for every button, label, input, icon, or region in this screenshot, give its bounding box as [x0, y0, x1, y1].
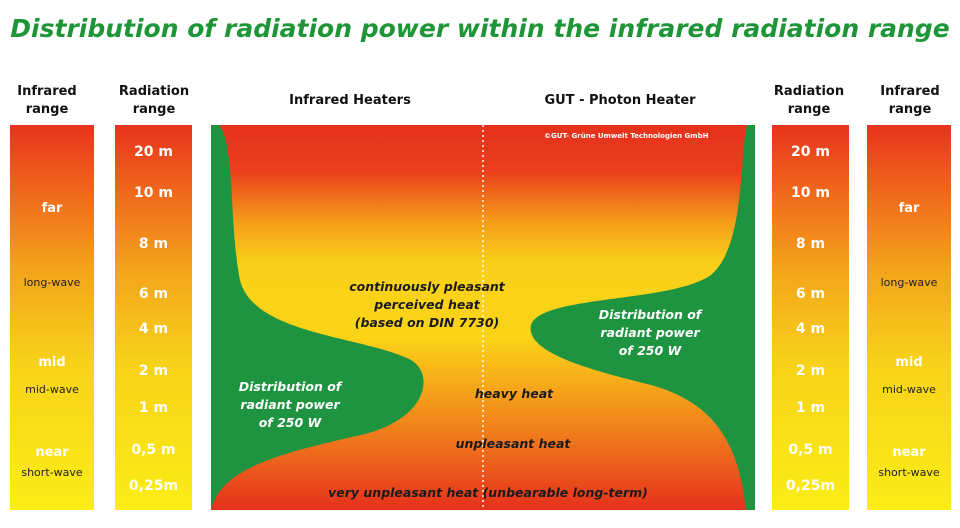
- label-long-wave: long-wave: [880, 276, 938, 289]
- range-10m: 10 m: [134, 185, 173, 201]
- zone-pleasant-line2: perceived heat: [374, 297, 480, 312]
- label-long-wave: long-wave: [23, 276, 81, 289]
- range-10m: 10 m: [791, 185, 830, 201]
- range-6m: 6 m: [795, 286, 826, 302]
- range-1m: 1 m: [795, 400, 826, 416]
- radiation-range-header-left: Radiation range: [115, 83, 193, 119]
- label-mid: mid: [895, 355, 923, 370]
- radiation-range-header-line2: range: [787, 102, 831, 117]
- distribution-left-text: Distribution of radiant power of 250 W: [225, 378, 355, 432]
- range-20m: 20 m: [134, 144, 173, 160]
- label-mid-wave: mid-wave: [25, 383, 79, 396]
- distribution-right-line3: of 250 W: [618, 343, 682, 358]
- photon-heater-header: GUT - Photon Heater: [544, 93, 696, 108]
- infrared-range-header-right: Infrared range: [873, 83, 947, 119]
- radiation-range-header-right: Radiation range: [770, 83, 848, 119]
- range-8m: 8 m: [138, 236, 169, 252]
- infrared-range-column-right: far long-wave mid mid-wave near short-wa…: [867, 125, 951, 510]
- zone-pleasant-text: continuously pleasant perceived heat (ba…: [327, 278, 527, 332]
- distribution-left-line1: Distribution of: [238, 379, 342, 394]
- infrared-range-header-line2: range: [25, 102, 69, 117]
- range-4m: 4 m: [795, 321, 826, 337]
- radiation-range-column-left: 20 m 10 m 8 m 6 m 4 m 2 m 1 m 0,5 m 0,25…: [115, 125, 192, 510]
- label-mid: mid: [38, 355, 66, 370]
- distribution-left-line2: radiant power: [240, 397, 340, 412]
- range-8m: 8 m: [795, 236, 826, 252]
- distribution-left-line3: of 250 W: [258, 415, 322, 430]
- distribution-right-text: Distribution of radiant power of 250 W: [585, 306, 715, 360]
- range-0-5m: 0,5 m: [788, 442, 833, 458]
- infrared-range-header-line1: Infrared: [880, 84, 940, 99]
- copyright-text: ©GUT- Grüne Umwelt Technologien GmbH: [544, 132, 709, 140]
- infrared-range-header-line2: range: [888, 102, 932, 117]
- radiation-range-column-right: 20 m 10 m 8 m 6 m 4 m 2 m 1 m 0,5 m 0,25…: [772, 125, 849, 510]
- label-short-wave: short-wave: [878, 466, 940, 479]
- range-4m: 4 m: [138, 321, 169, 337]
- left-distribution-area: [211, 125, 424, 510]
- range-0-25m: 0,25m: [785, 478, 836, 494]
- right-distribution-area: [530, 125, 755, 510]
- label-mid-wave: mid-wave: [882, 383, 936, 396]
- radiation-range-header-line1: Radiation: [118, 84, 190, 99]
- label-far: far: [41, 201, 63, 216]
- zone-pleasant-line3: (based on DIN 7730): [354, 315, 500, 330]
- range-6m: 6 m: [138, 286, 169, 302]
- distribution-right-line1: Distribution of: [598, 307, 702, 322]
- radiation-range-header-line1: Radiation: [773, 84, 845, 99]
- infrared-heaters-header: Infrared Heaters: [289, 93, 411, 108]
- label-far: far: [898, 201, 920, 216]
- range-2m: 2 m: [138, 363, 169, 379]
- radiation-range-header-line2: range: [132, 102, 176, 117]
- range-20m: 20 m: [791, 144, 830, 160]
- label-near: near: [35, 445, 69, 460]
- zone-very-unpleasant-text: very unpleasant heat (unbearable long-te…: [328, 485, 648, 500]
- range-1m: 1 m: [138, 400, 169, 416]
- distribution-right-line2: radiant power: [600, 325, 700, 340]
- range-2m: 2 m: [795, 363, 826, 379]
- infrared-range-header-left: Infrared range: [10, 83, 84, 119]
- range-0-5m: 0,5 m: [131, 442, 176, 458]
- range-0-25m: 0,25m: [128, 478, 179, 494]
- infrared-range-header-line1: Infrared: [17, 84, 77, 99]
- page-title: Distribution of radiation power within t…: [10, 14, 950, 43]
- comparison-panel: [211, 125, 755, 510]
- zone-unpleasant-text: unpleasant heat: [455, 436, 571, 451]
- label-near: near: [892, 445, 926, 460]
- infrared-range-column-left: far long-wave mid mid-wave near short-wa…: [10, 125, 94, 510]
- label-short-wave: short-wave: [21, 466, 83, 479]
- zone-heavy-text: heavy heat: [474, 386, 554, 401]
- zone-pleasant-line1: continuously pleasant: [349, 279, 505, 294]
